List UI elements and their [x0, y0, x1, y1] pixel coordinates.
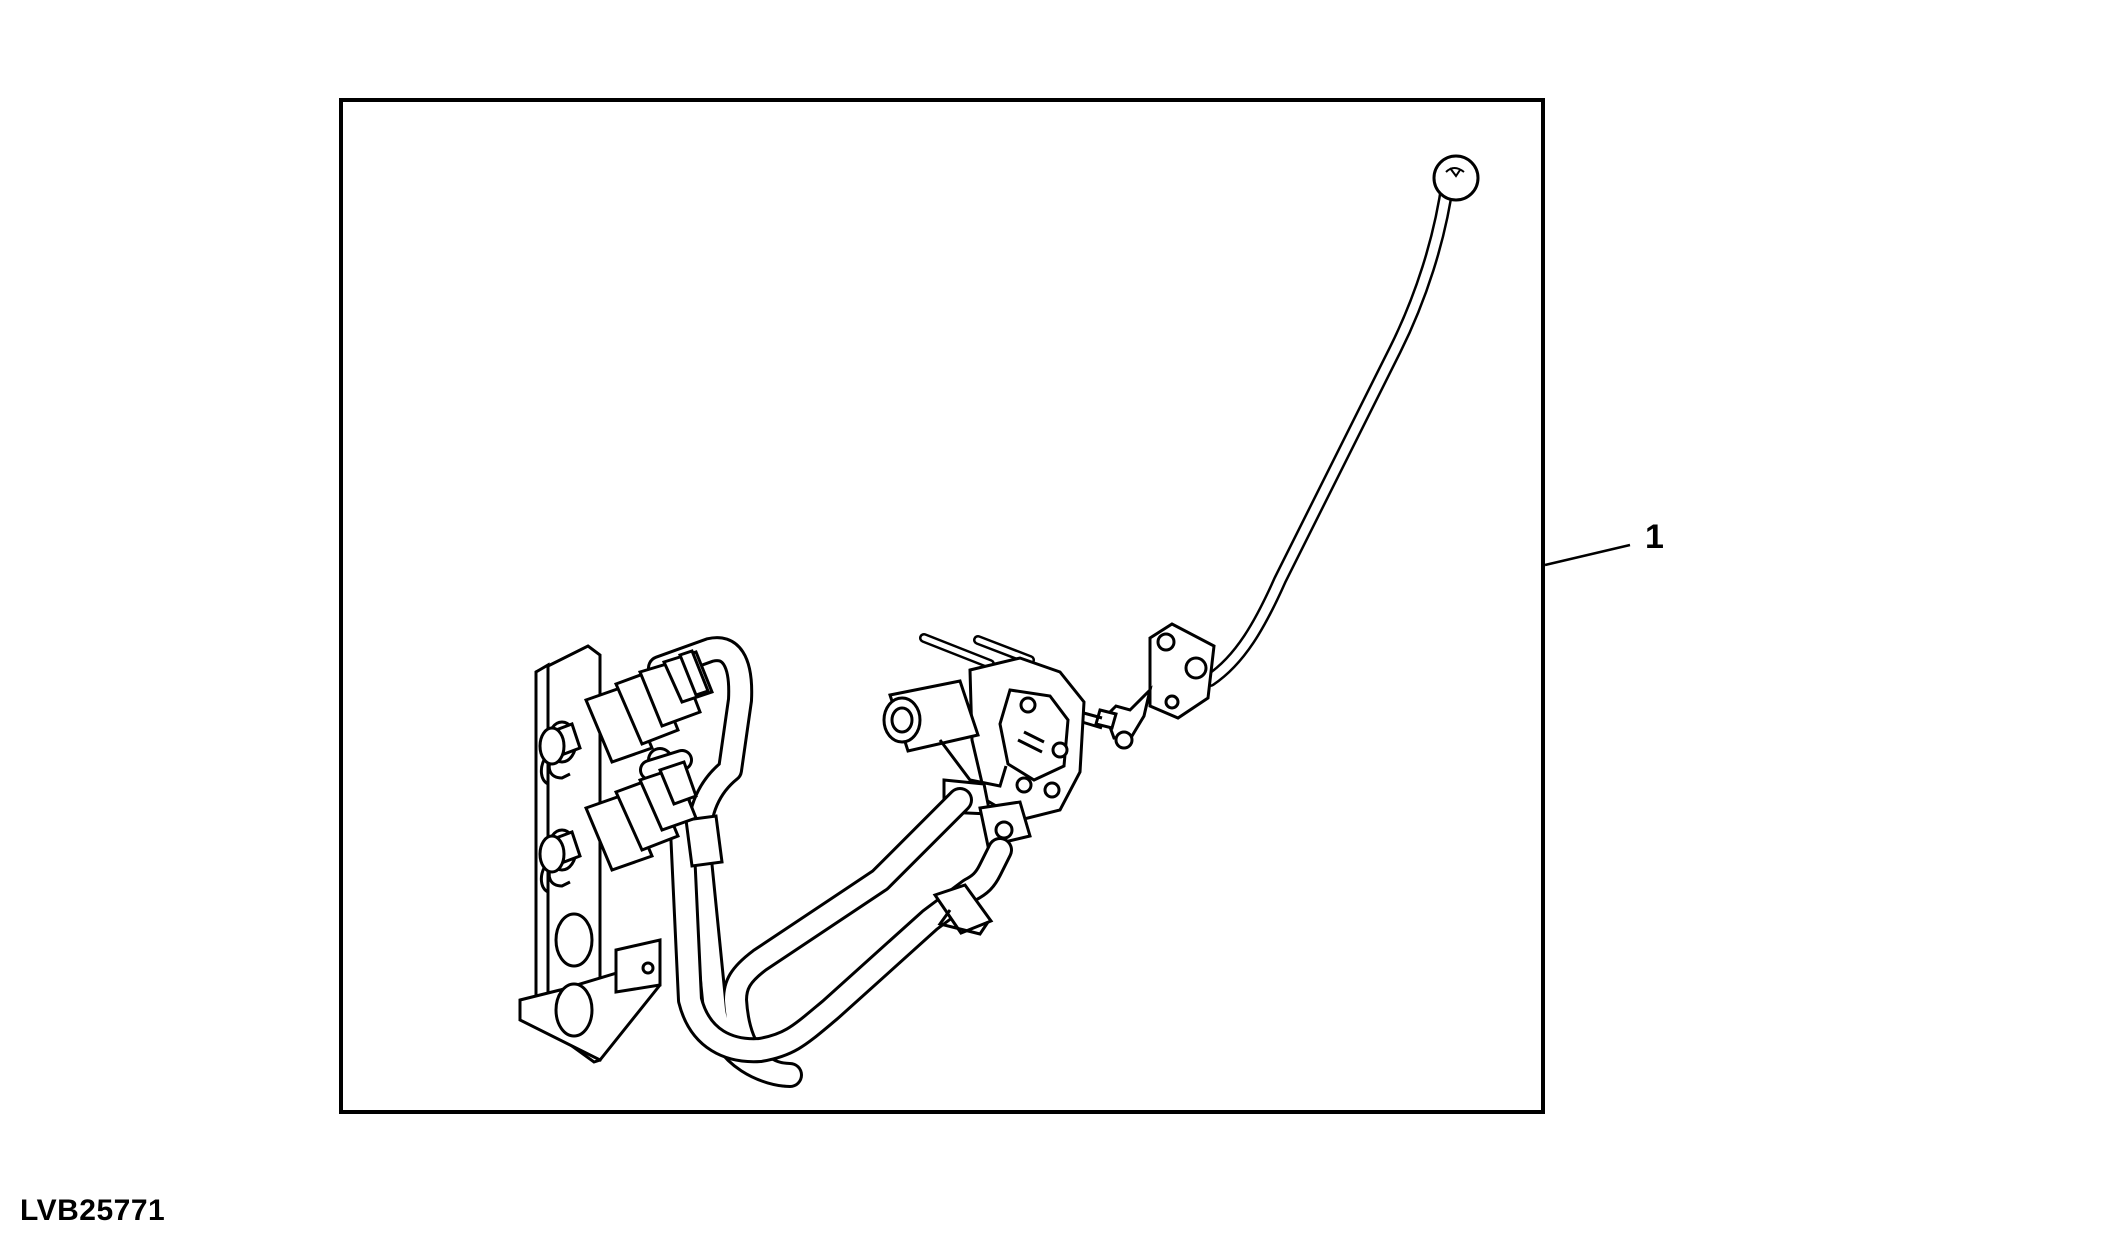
lever-pivot-bracket [1148, 622, 1216, 720]
quick-coupler-upper [546, 649, 714, 780]
callout-number: 1 [1645, 518, 1664, 556]
callout-leader-line [1544, 543, 1631, 567]
lever-linkage [1079, 685, 1153, 750]
control-valve [882, 633, 1086, 848]
coupler-dust-caps [538, 726, 566, 894]
lever-ball-knob [1432, 154, 1480, 202]
hose-sleeves [684, 814, 994, 936]
illustration-frame [339, 98, 1545, 1114]
figure-id: LVB25771 [20, 1194, 166, 1227]
control-lever [1203, 173, 1455, 687]
